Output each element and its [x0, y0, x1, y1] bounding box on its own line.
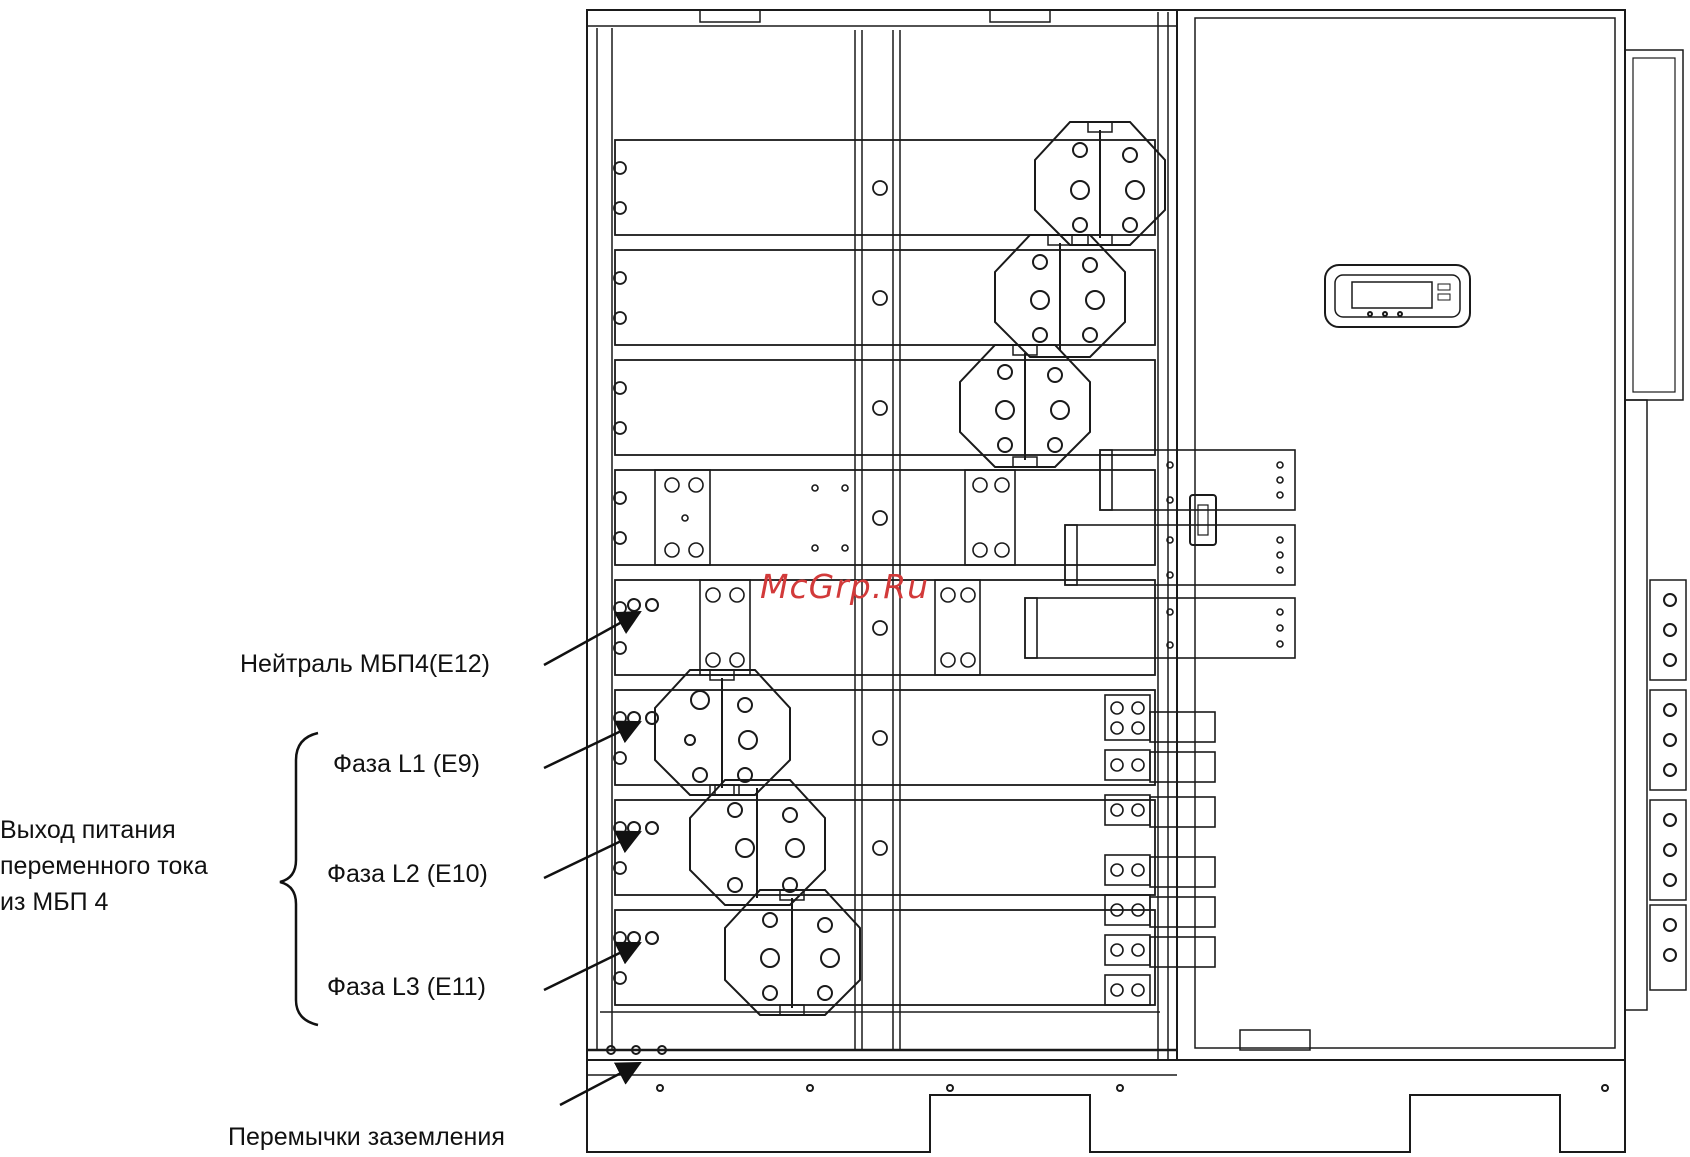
label-output-group: Выход питания переменного тока из МБП 4: [0, 812, 208, 920]
output-busbar-extensions: [1025, 450, 1295, 658]
label-output-line-3: из МБП 4: [0, 884, 208, 920]
arrow-ground: [560, 1063, 640, 1105]
clamp-connector-upper-2: [995, 235, 1125, 357]
label-output-line-2: переменного тока: [0, 848, 208, 884]
arrow-phase-l3: [544, 943, 640, 990]
label-phase-l1: Фаза L1 (E9): [333, 752, 480, 777]
cabinet-base: [587, 1060, 1625, 1152]
right-cabinet-door: [1177, 10, 1683, 1060]
watermark: McGrp.Ru: [760, 570, 929, 603]
callout-arrows: [544, 612, 640, 1105]
label-phase-l2: Фаза L2 (E10): [327, 862, 488, 887]
label-output-line-1: Выход питания: [0, 812, 208, 848]
label-neutral: Нейтраль МБП4(E12): [240, 652, 490, 677]
label-ground-jumpers: Перемычки заземления: [228, 1125, 505, 1150]
lcd-display-unit: [1325, 265, 1470, 327]
clamp-connector-lower-3: [725, 890, 860, 1015]
output-terminal-stack: [1105, 695, 1215, 1005]
arrow-neutral: [544, 612, 640, 665]
label-phase-l3: Фаза L3 (E11): [327, 975, 486, 1000]
right-terminal-blocks: [1650, 580, 1686, 990]
phase-group-brace: [280, 733, 318, 1025]
clamp-connector-lower-2: [690, 780, 825, 905]
clamp-connector-lower-1: [655, 670, 790, 795]
left-cabinet-frame: [587, 10, 1177, 1060]
clamp-connector-upper-3: [960, 345, 1090, 467]
callout-bolts: [628, 599, 658, 944]
